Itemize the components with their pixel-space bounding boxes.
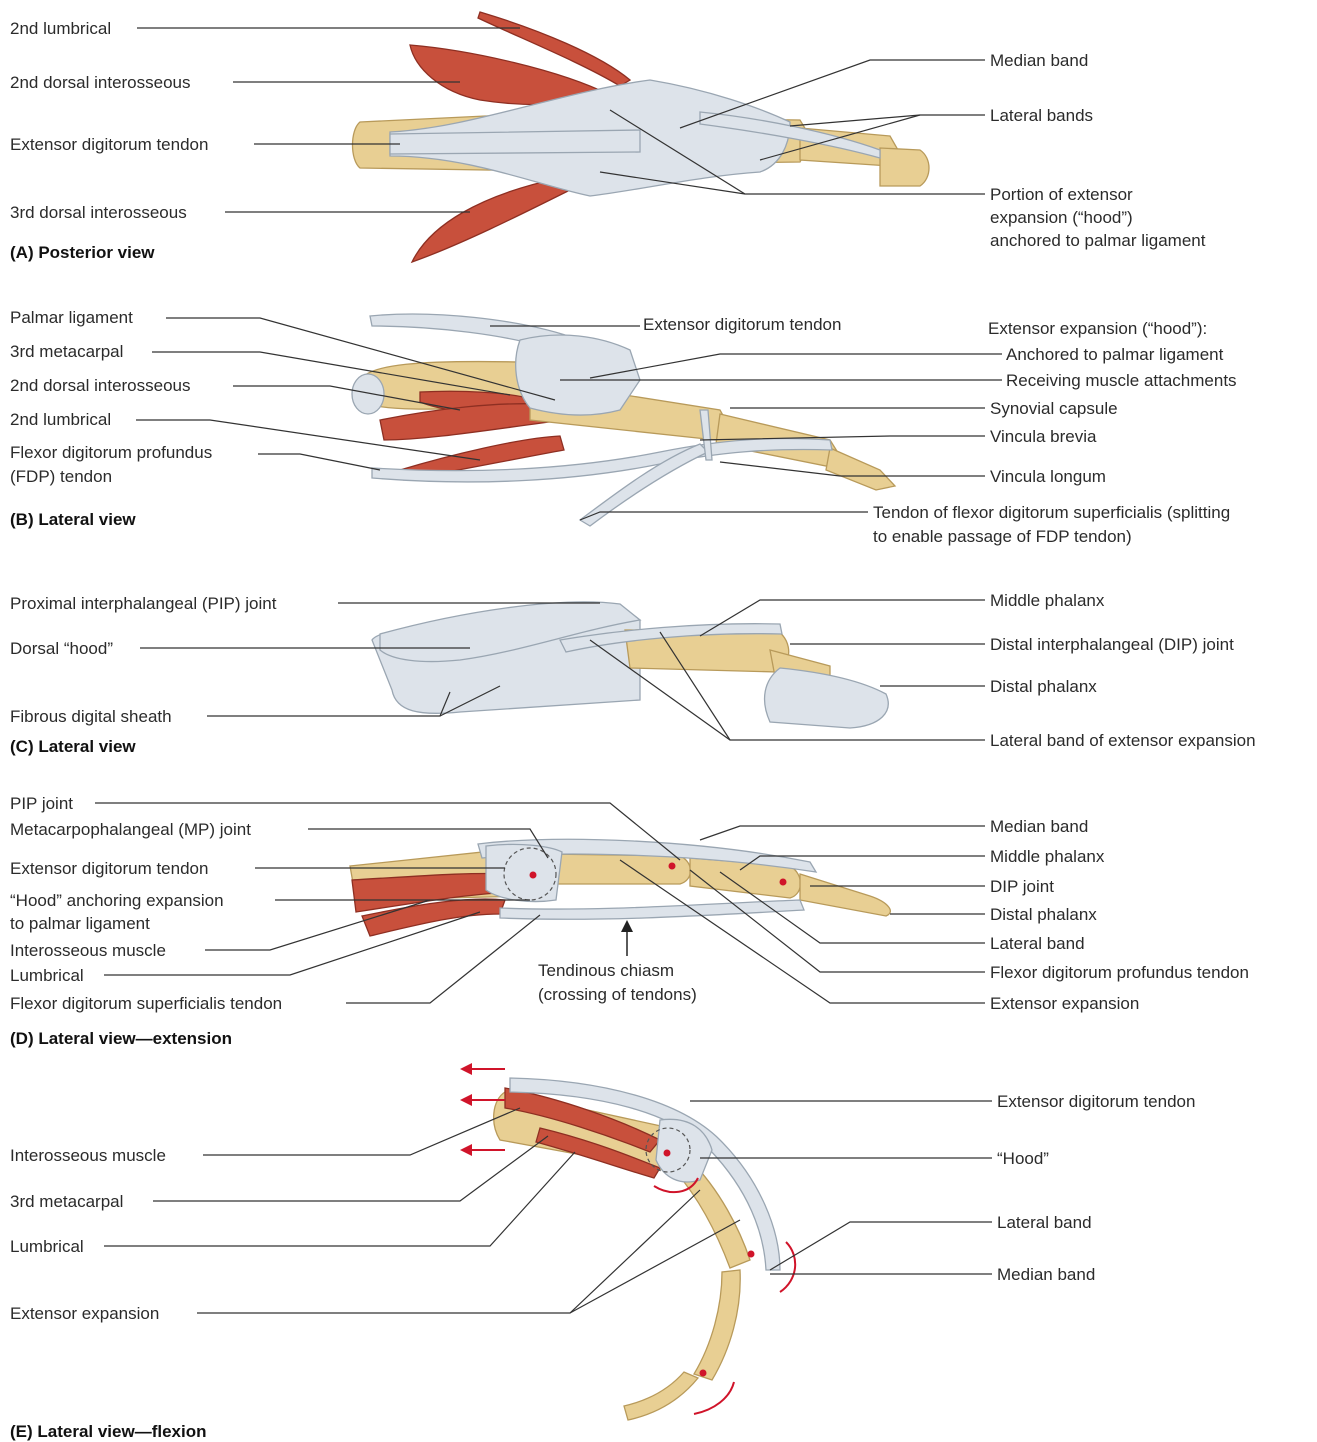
panel-c-illustration	[372, 602, 888, 728]
panel-c-title: (C) Lateral view	[10, 737, 136, 756]
label-fdp-tendon-d: Flexor digitorum profundus tendon	[990, 963, 1249, 982]
label-fibrous-digital-sheath: Fibrous digital sheath	[10, 707, 172, 726]
panel-a-posterior-view: 2nd lumbrical 2nd dorsal interosseous Ex…	[10, 12, 1206, 262]
label-tendinous-chiasm-line1: Tendinous chiasm	[538, 961, 674, 980]
hood-d	[486, 844, 562, 901]
distal-phalanx-bone	[880, 148, 929, 186]
label-lateral-bands: Lateral bands	[990, 106, 1093, 125]
label-2nd-dorsal-interosseous-b: 2nd dorsal interosseous	[10, 376, 191, 395]
extensor-hood-b	[516, 335, 640, 415]
proximal-phalanx-d	[545, 854, 691, 884]
dip-joint-center	[780, 879, 787, 886]
pull-arrowhead-top	[460, 1063, 472, 1075]
rotation-arrow-pip	[780, 1242, 795, 1292]
panel-d-title: (D) Lateral view—extension	[10, 1029, 232, 1048]
label-dip-joint-d: DIP joint	[990, 877, 1054, 896]
panel-e-illustration	[460, 1063, 795, 1420]
label-2nd-lumbrical: 2nd lumbrical	[10, 19, 111, 38]
mp-joint-center	[530, 872, 537, 879]
label-fdp-line1: Flexor digitorum profundus	[10, 443, 212, 462]
label-3rd-metacarpal: 3rd metacarpal	[10, 342, 123, 361]
label-distal-phalanx-c: Distal phalanx	[990, 677, 1097, 696]
label-extensor-expansion-e: Extensor expansion	[10, 1304, 159, 1323]
panel-c-lateral-view: Proximal interphalangeal (PIP) joint Dor…	[10, 591, 1256, 756]
label-lateral-band-extensor-expansion: Lateral band of extensor expansion	[990, 731, 1256, 750]
panel-a-title: (A) Posterior view	[10, 243, 155, 262]
label-extensor-digitorum-tendon-b: Extensor digitorum tendon	[643, 315, 841, 334]
label-interosseous-muscle-e: Interosseous muscle	[10, 1146, 166, 1165]
panel-d-labels: PIP joint Metacarpophalangeal (MP) joint…	[10, 794, 1249, 1048]
label-distal-phalanx-d: Distal phalanx	[990, 905, 1097, 924]
panel-b-illustration	[352, 314, 895, 526]
label-pip-joint-c: Proximal interphalangeal (PIP) joint	[10, 594, 277, 613]
label-fdp-line2: (FDP) tendon	[10, 467, 112, 486]
distal-sheath-c	[765, 668, 889, 728]
distal-phalanx-d	[800, 874, 890, 916]
label-tendinous-chiasm-line2: (crossing of tendons)	[538, 985, 697, 1004]
pull-arrowhead-bottom	[460, 1144, 472, 1156]
pull-arrowhead-middle	[460, 1094, 472, 1106]
label-portion-extensor-line1: Portion of extensor	[990, 185, 1133, 204]
label-2nd-lumbrical-b: 2nd lumbrical	[10, 410, 111, 429]
flexor-tendons-d	[500, 900, 804, 919]
label-fds-split-line1: Tendon of flexor digitorum superficialis…	[873, 503, 1230, 522]
label-lateral-band-d: Lateral band	[990, 934, 1085, 953]
label-3rd-metacarpal-e: 3rd metacarpal	[10, 1192, 123, 1211]
label-extensor-expansion-d: Extensor expansion	[990, 994, 1139, 1013]
label-median-band-d: Median band	[990, 817, 1088, 836]
panel-d-extension-view: PIP joint Metacarpophalangeal (MP) joint…	[10, 794, 1249, 1048]
label-vincula-longum: Vincula longum	[990, 467, 1106, 486]
panel-e-title: (E) Lateral view—flexion	[10, 1422, 207, 1441]
distal-phalanx-b	[826, 448, 895, 490]
third-dorsal-interosseous-muscle	[412, 178, 570, 262]
label-extensor-digitorum-tendon-e: Extensor digitorum tendon	[997, 1092, 1195, 1111]
label-dip-joint-c: Distal interphalangeal (DIP) joint	[990, 635, 1234, 654]
label-pip-joint-d: PIP joint	[10, 794, 73, 813]
label-median-band: Median band	[990, 51, 1088, 70]
label-hood-anchoring-line1: “Hood” anchoring expansion	[10, 891, 224, 910]
label-mp-joint: Metacarpophalangeal (MP) joint	[10, 820, 251, 839]
extensor-digitorum-tendon-shape	[390, 130, 640, 154]
label-receiving-muscle-attachments: Receiving muscle attachments	[1006, 371, 1237, 390]
label-median-band-e: Median band	[997, 1265, 1095, 1284]
label-synovial-capsule: Synovial capsule	[990, 399, 1118, 418]
label-palmar-ligament: Palmar ligament	[10, 308, 133, 327]
metacarpal-head-cap	[352, 374, 384, 414]
dip-joint-center-e	[700, 1370, 707, 1377]
label-lateral-band-e: Lateral band	[997, 1213, 1092, 1232]
label-hood-e: “Hood”	[997, 1149, 1049, 1168]
label-middle-phalanx-c: Middle phalanx	[990, 591, 1105, 610]
label-hood-anchoring-line2: to palmar ligament	[10, 914, 150, 933]
pip-joint-center	[669, 863, 676, 870]
label-anchored-palmar-ligament: Anchored to palmar ligament	[1006, 345, 1224, 364]
label-portion-extensor-line2: expansion (“hood”)	[990, 208, 1133, 227]
label-lumbrical-e: Lumbrical	[10, 1237, 84, 1256]
panel-d-illustration	[350, 839, 890, 956]
label-extensor-expansion-hood: Extensor expansion (“hood”):	[988, 319, 1207, 338]
panel-b-lateral-view: Palmar ligament 3rd metacarpal 2nd dorsa…	[10, 308, 1237, 546]
label-lumbrical-d: Lumbrical	[10, 966, 84, 985]
label-middle-phalanx-d: Middle phalanx	[990, 847, 1105, 866]
rotation-arrow-dip	[694, 1382, 734, 1414]
label-portion-extensor-line3: anchored to palmar ligament	[990, 231, 1206, 250]
chiasm-arrowhead	[621, 920, 633, 932]
panel-e-flexion-view: Interosseous muscle 3rd metacarpal Lumbr…	[10, 1063, 1195, 1441]
pip-joint-center-e	[748, 1251, 755, 1258]
label-extensor-digitorum-tendon-d: Extensor digitorum tendon	[10, 859, 208, 878]
label-vincula-brevia: Vincula brevia	[990, 427, 1097, 446]
middle-phalanx-e	[694, 1270, 740, 1380]
label-3rd-dorsal-interosseous: 3rd dorsal interosseous	[10, 203, 187, 222]
panel-b-title: (B) Lateral view	[10, 510, 136, 529]
label-2nd-dorsal-interosseous: 2nd dorsal interosseous	[10, 73, 191, 92]
label-interosseous-muscle-d: Interosseous muscle	[10, 941, 166, 960]
label-fds-split-line2: to enable passage of FDP tendon)	[873, 527, 1132, 546]
label-fds-tendon-d: Flexor digitorum superficialis tendon	[10, 994, 282, 1013]
label-dorsal-hood: Dorsal “hood”	[10, 639, 113, 658]
mp-joint-center-e	[664, 1150, 671, 1157]
label-extensor-digitorum-tendon: Extensor digitorum tendon	[10, 135, 208, 154]
distal-phalanx-e	[624, 1372, 698, 1420]
